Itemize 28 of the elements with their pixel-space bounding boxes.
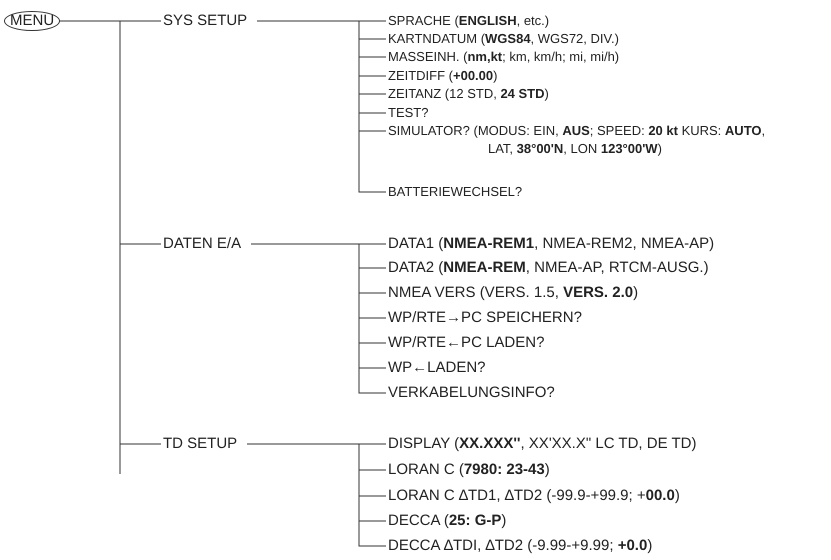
menu-item: DATA2 (NMEA-REM, NMEA-AP, RTCM-AUSG.)	[388, 257, 709, 279]
menu-item: WP/RTE→PC SPEICHERN?	[388, 307, 582, 329]
menu-item: DISPLAY (XX.XXX'', XX'XX.X" LC TD, DE TD)	[388, 433, 696, 455]
menu-item: WP/RTE←PC LADEN?	[388, 332, 544, 354]
menu-item: KARTNDATUM (WGS84, WGS72, DIV.)	[388, 30, 619, 48]
menu-item: ZEITANZ (12 STD, 24 STD)	[388, 85, 549, 103]
submenu-label: DATEN E/A	[163, 233, 242, 255]
root-menu-ellipse: MENU	[4, 11, 60, 31]
menu-item: DECCA (25: G-P)	[388, 510, 506, 532]
menu-item: DATA1 (NMEA-REM1, NMEA-REM2, NMEA-AP)	[388, 233, 714, 255]
connector-line	[250, 244, 386, 394]
menu-item: LORAN C (7980: 23-43)	[388, 459, 550, 481]
connector-line	[246, 444, 386, 546]
menu-item: BATTERIEWECHSEL?	[388, 183, 522, 201]
menu-item: SPRACHE (ENGLISH, etc.)	[388, 12, 550, 30]
menu-item: SIMULATOR? (MODUS: EIN, AUS; SPEED: 20 kt KURS: AUTO, LAT, 38°00'N, LON 123°00'W)	[388, 122, 788, 158]
menu-item: WP←LADEN?	[388, 357, 486, 379]
menu-item: MASSEINH. (nm,kt; km, km/h; mi, mi/h)	[388, 48, 620, 66]
menu-item: ZEITDIFF (+00.00)	[388, 67, 498, 85]
connector-line	[256, 20, 386, 192]
connector-line	[60, 20, 162, 444]
menu-item: LORAN C ∆TD1, ∆TD2 (-99.9-+99.9; +00.0)	[388, 485, 680, 507]
menu-item: NMEA VERS (VERS. 1.5, VERS. 2.0)	[388, 282, 638, 304]
menu-item: VERKABELUNGSINFO?	[388, 382, 555, 404]
submenu-label: TD SETUP	[163, 433, 238, 455]
menu-item: TEST?	[388, 104, 428, 122]
submenu-label: SYS SETUP	[163, 10, 248, 32]
menu-item: DECCA ∆TDI, ∆TD2 (-9.99-+9.99; +0.0)	[388, 535, 652, 557]
